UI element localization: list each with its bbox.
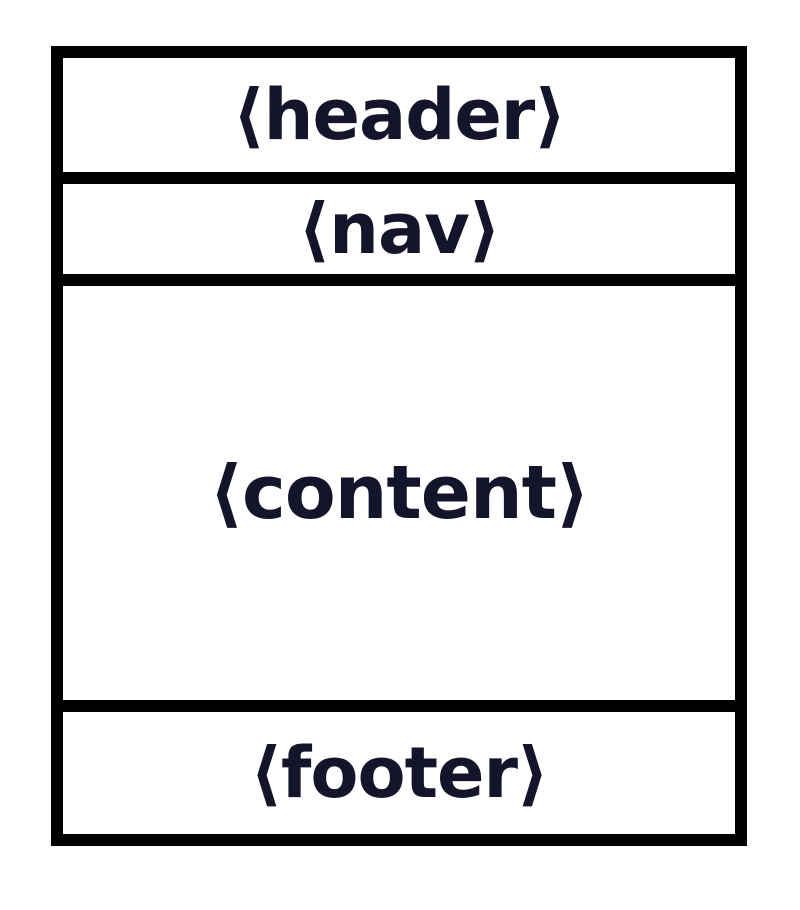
header-nav-divider xyxy=(63,172,735,184)
page-layout-diagram: ⟨header⟩ ⟨nav⟩ ⟨content⟩ ⟨footer⟩ xyxy=(51,46,747,846)
nav-section: ⟨nav⟩ xyxy=(63,184,735,274)
header-section: ⟨header⟩ xyxy=(63,58,735,172)
footer-section: ⟨footer⟩ xyxy=(63,712,735,834)
nav-label: ⟨nav⟩ xyxy=(298,188,501,270)
content-section: ⟨content⟩ xyxy=(63,286,735,700)
nav-content-divider xyxy=(63,274,735,286)
content-footer-divider xyxy=(63,700,735,712)
content-label: ⟨content⟩ xyxy=(209,450,590,536)
footer-label: ⟨footer⟩ xyxy=(249,732,549,814)
header-label: ⟨header⟩ xyxy=(232,74,567,156)
